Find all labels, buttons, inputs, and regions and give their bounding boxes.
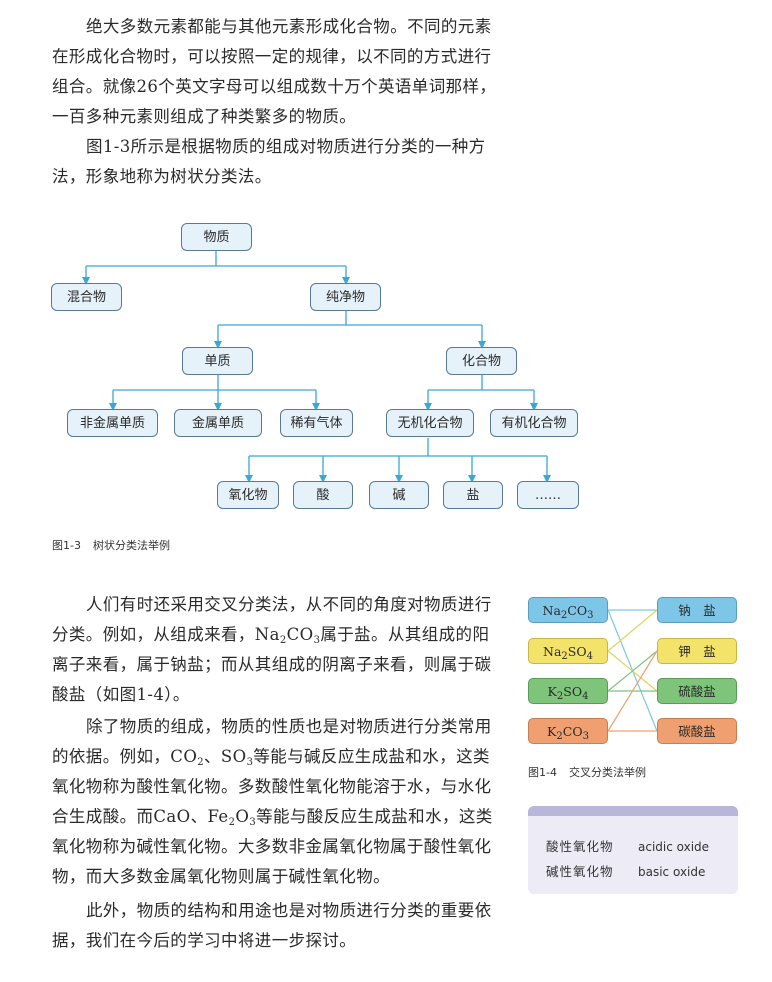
formula-sub: 2 (556, 731, 563, 742)
body-p3-text-a: 人们有时还采用交叉分类法，从不同的角度对物质进行分类。例如，从组成来看，Na (52, 595, 492, 644)
cross-left-na2co3: Na2CO3 (528, 597, 608, 623)
tree-node-salt: 盐 (443, 481, 503, 509)
body-p4-sub-2: 3 (246, 757, 254, 768)
intro-paragraph-1: 绝大多数元素都能与其他元素形成化合物。不同的元素在形成化合物时，可以按照一定的规… (52, 12, 502, 132)
glossary-term-en: basic oxide (638, 865, 706, 879)
formula-sub: 2 (561, 651, 568, 662)
tree-node-pure-substance: 纯净物 (310, 283, 381, 311)
body-p4-sub-3: 2 (228, 817, 236, 828)
body-p4-sub-1: 2 (197, 757, 205, 768)
body-paragraph-cross-classification: 人们有时还采用交叉分类法，从不同的角度对物质进行分类。例如，从组成来看，Na2C… (52, 590, 500, 710)
glossary-row-acidic-oxide: 酸性氧化物 acidic oxide (546, 836, 709, 855)
intro-text-2: 图1-3所示是根据物质的组成对物质进行分类的一种方法，形象地称为树状分类法。 (52, 137, 486, 186)
glossary-term-zh: 碱性氧化物 (546, 864, 614, 879)
tree-node-noble-gas: 稀有气体 (280, 409, 353, 437)
figure-1-4-title: 交叉分类法举例 (568, 766, 646, 779)
tree-diagram-connectors (82, 251, 551, 483)
glossary-header-bar (528, 806, 738, 816)
figure-1-4-number: 图1-4 (528, 766, 557, 779)
body-paragraph-structure: 此外，物质的结构和用途也是对物质进行分类的重要依据，我们在今后的学习中将进一步探… (52, 896, 500, 956)
tree-node-metal-element: 金属单质 (174, 409, 262, 437)
body-p5-text: 此外，物质的结构和用途也是对物质进行分类的重要依据，我们在今后的学习中将进一步探… (52, 901, 492, 950)
body-p3-sub-2: 3 (313, 635, 321, 646)
glossary-term-en: acidic oxide (638, 840, 710, 854)
formula-part: K (547, 724, 557, 739)
formula-part: CO (562, 724, 583, 739)
formula-sub: 3 (582, 731, 589, 742)
figure-1-3-caption: 图1-3 树状分类法举例 (52, 537, 170, 553)
intro-text-1: 绝大多数元素都能与其他元素形成化合物。不同的元素在形成化合物时，可以按照一定的规… (52, 17, 497, 126)
cross-left-na2so4: Na2SO4 (528, 638, 608, 664)
body-p4-text-b: 、SO (204, 747, 247, 766)
formula-part: Na (543, 644, 562, 659)
tree-node-mixture: 混合物 (51, 283, 122, 311)
glossary-box: 酸性氧化物 acidic oxide 碱性氧化物 basic oxide (528, 806, 738, 894)
formula-part: SO (567, 644, 587, 659)
glossary-term-zh: 酸性氧化物 (546, 839, 614, 854)
cross-left-k2so4: K2SO4 (528, 678, 608, 704)
body-p3-text-b: CO (286, 625, 314, 644)
formula-part: CO (567, 603, 588, 618)
glossary-row-basic-oxide: 碱性氧化物 basic oxide (546, 861, 705, 880)
cross-right-potassium-salt: 钾 盐 (657, 638, 737, 664)
body-p4-text-d: O (235, 807, 250, 826)
intro-paragraph-2: 图1-3所示是根据物质的组成对物质进行分类的一种方法，形象地称为树状分类法。 (52, 132, 502, 192)
figure-1-3-title: 树状分类法举例 (92, 539, 170, 552)
body-p4-sub-4: 3 (249, 817, 257, 828)
tree-node-compound: 化合物 (446, 347, 517, 375)
tree-node-nonmetal-element: 非金属单质 (67, 409, 158, 437)
tree-node-inorganic-compound: 无机化合物 (386, 409, 474, 437)
formula-sub: 2 (560, 610, 568, 621)
tree-node-matter: 物质 (181, 223, 252, 251)
formula-part: K (547, 684, 557, 699)
body-p3-text-c: 属于盐。从其组成的阳离子来看，属于钠盐；而从其组成的阴离子来看，则属于碳酸盐（如… (52, 625, 492, 704)
formula-sub: 4 (582, 691, 589, 702)
formula-sub: 3 (587, 610, 594, 621)
tree-node-organic-compound: 有机化合物 (490, 409, 578, 437)
tree-node-element: 单质 (182, 347, 253, 375)
body-p3-sub-1: 2 (279, 635, 287, 646)
cross-right-carbonate: 碳酸盐 (657, 718, 737, 744)
formula-part: Na (542, 603, 561, 618)
body-p4-text-e: 等能与酸反应生成盐和水，这类氧化物称为碱性氧化物。大多数非金属氧化物属于酸性氧化… (52, 807, 493, 886)
figure-1-3-number: 图1-3 (52, 539, 81, 552)
formula-sub: 4 (586, 651, 593, 662)
body-paragraph-properties: 除了物质的组成，物质的性质也是对物质进行分类常用的依据。例如，CO2、SO3等能… (52, 712, 500, 892)
formula-part: SO (563, 684, 583, 699)
tree-node-oxide: 氧化物 (217, 481, 279, 509)
formula-sub: 2 (556, 691, 564, 702)
tree-node-acid: 酸 (293, 481, 353, 509)
cross-right-sodium-salt: 钠 盐 (657, 597, 737, 623)
body-p4-text-c: 等能与碱反应生成盐和水，这类氧化物称为酸性氧化物。多数酸性氧化物能溶于水，与水化… (52, 747, 492, 826)
cross-left-k2co3: K2CO3 (528, 718, 608, 744)
body-p4-text-a: 除了物质的组成，物质的性质也是对物质进行分类常用的依据。例如，CO (52, 717, 492, 766)
tree-node-etc: …… (517, 481, 579, 509)
figure-1-4-caption: 图1-4 交叉分类法举例 (528, 764, 646, 780)
cross-right-sulfate: 硫酸盐 (657, 678, 737, 704)
tree-node-base: 碱 (369, 481, 429, 509)
